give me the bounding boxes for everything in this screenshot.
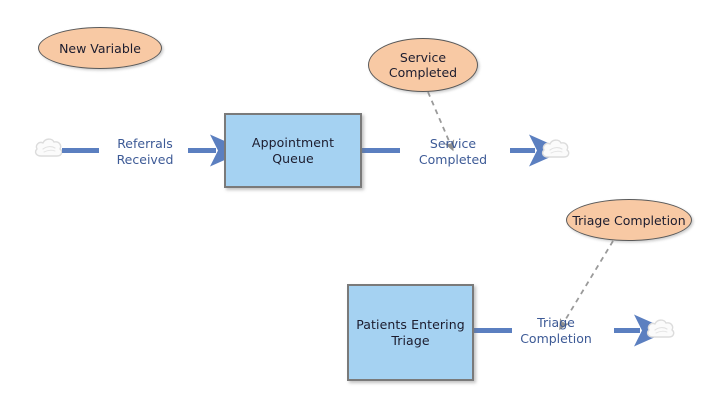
stock-patients-entering-triage-label: Patients Entering Triage xyxy=(356,316,465,348)
cloud-sink-service xyxy=(541,139,570,158)
cloud-sink-triage xyxy=(646,319,675,338)
link-service-completed xyxy=(427,91,455,152)
flow-label-triage-completion[interactable]: Triage Completion xyxy=(520,315,592,346)
stock-appointment-queue[interactable]: Appointment Queue xyxy=(224,113,362,188)
flow-label-referrals-received[interactable]: Referrals Received xyxy=(116,136,174,167)
aux-triage-completion[interactable]: Triage Completion xyxy=(566,199,692,241)
cloud-source-referrals xyxy=(34,138,63,157)
flow-label-service-completed[interactable]: Service Completed xyxy=(418,136,488,167)
aux-triage-completion-label: Triage Completion xyxy=(572,212,686,228)
aux-service-completed[interactable]: Service Completed xyxy=(368,38,478,92)
stock-appointment-queue-label: Appointment Queue xyxy=(251,134,335,166)
aux-service-completed-label: Service Completed xyxy=(388,50,458,80)
link-triage-completion xyxy=(559,240,614,331)
aux-new-variable[interactable]: New Variable xyxy=(38,27,162,69)
stock-patients-entering-triage[interactable]: Patients Entering Triage xyxy=(347,284,474,381)
aux-new-variable-label: New Variable xyxy=(59,40,141,56)
